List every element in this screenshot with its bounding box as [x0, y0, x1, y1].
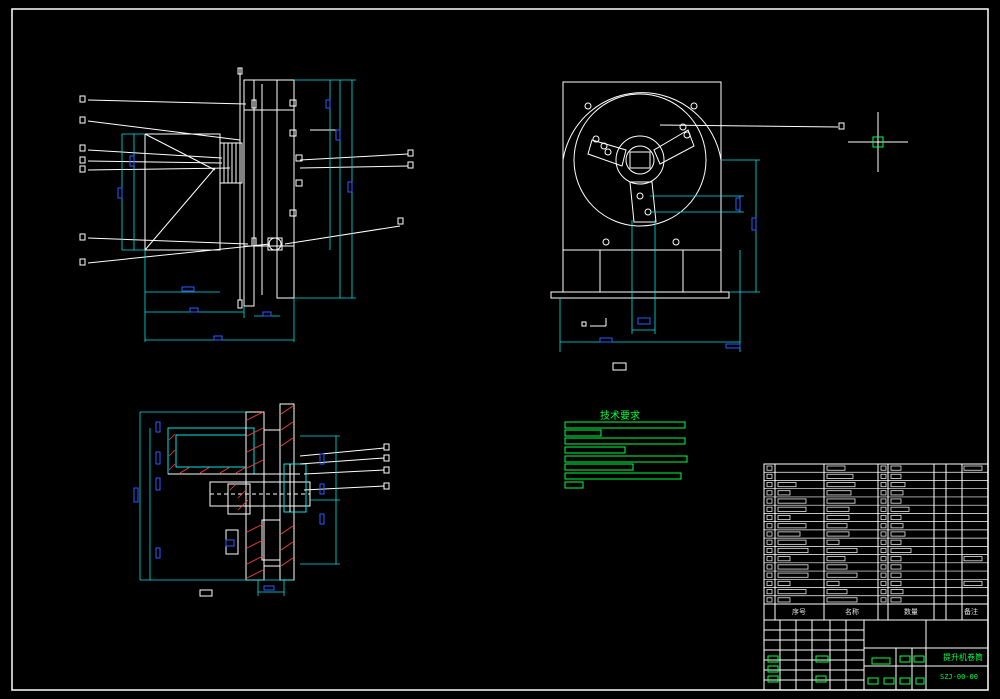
parts-list: [763, 463, 989, 621]
title-block-fields: [767, 655, 925, 685]
parts-col-remark: 备注: [964, 607, 978, 616]
front-view-dimensions: [559, 159, 760, 352]
section-view-hatching: [168, 405, 294, 579]
parts-col-qty: 数量: [904, 607, 918, 616]
side-view: [87, 67, 409, 309]
front-view-tag: [838, 122, 845, 130]
drawing-number: SZJ-00-00: [940, 673, 978, 681]
side-view-dim-labels: [117, 99, 353, 341]
section-view: [167, 403, 390, 597]
side-view-leader-tags: [79, 95, 414, 266]
section-view-dimensions: [139, 411, 340, 596]
tech-notes-lines: [564, 421, 688, 489]
front-view-notes: [581, 318, 627, 371]
parts-list-entries: [766, 465, 983, 603]
front-view: [550, 81, 839, 299]
parts-col-no: 序号: [792, 607, 806, 616]
parts-list-rows: [764, 471, 988, 597]
title-block: [763, 619, 989, 691]
drawing-name: 提升机卷筒: [943, 652, 983, 662]
tech-notes-title: 技术要求: [600, 409, 640, 422]
section-view-dim-labels: [133, 421, 325, 591]
front-view-dim-labels: [599, 197, 757, 349]
crosshair-cursor-icon: [848, 112, 908, 172]
sheet-border: [11, 8, 989, 691]
side-view-dimensions: [121, 79, 356, 342]
parts-col-name: 名称: [845, 607, 859, 616]
